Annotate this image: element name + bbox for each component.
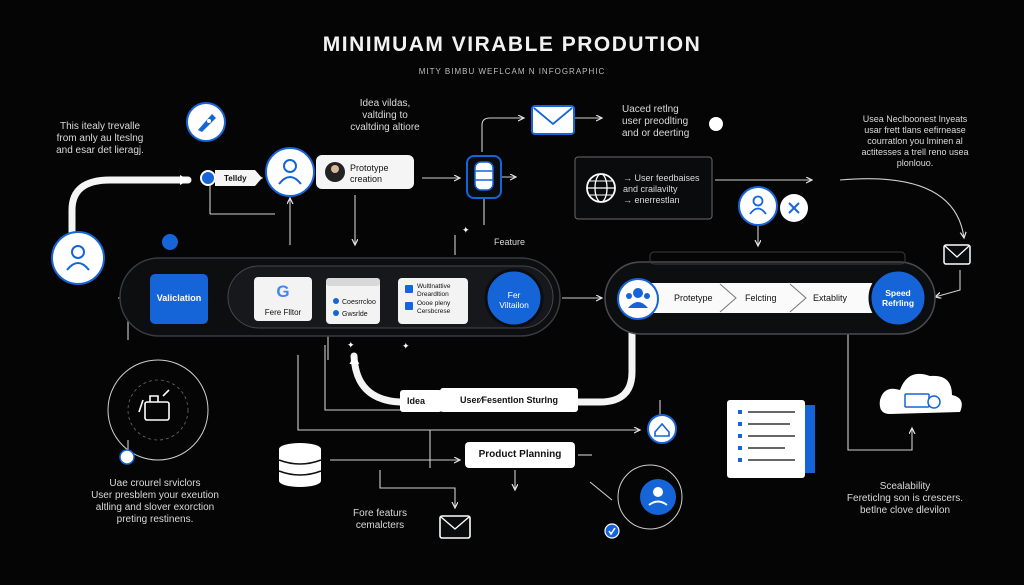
blue-dot <box>162 234 178 250</box>
check-icon <box>604 523 620 539</box>
bottom-ring <box>617 464 683 530</box>
mail-icon-bottom <box>439 515 471 539</box>
product-planning-box <box>465 442 575 468</box>
page-subtitle: MITY BIMBU WEFLCAM N INFOGRAPHIC <box>418 67 606 76</box>
for-validation-circle <box>484 268 544 328</box>
pipeline-step-extablity: Extablity <box>813 293 848 303</box>
user-icon <box>283 159 297 173</box>
sparkle-icon: ✦ <box>462 225 470 235</box>
user-presentation-label: User⁄Fesentlon Sturlng <box>459 395 558 405</box>
home-icon <box>654 422 670 437</box>
pipeline-step-prototype: Protetype <box>674 293 713 303</box>
telldy-tag <box>215 170 262 186</box>
user-presentation-box <box>440 388 578 412</box>
google-icon: G <box>276 282 290 301</box>
page-title: MINIMUAM VIRABLE PRODUTION <box>322 33 702 56</box>
google-card <box>254 277 312 321</box>
mail-icon-right <box>943 244 971 265</box>
sparkle-icon: ✦ <box>402 341 410 351</box>
pipeline-step-felcting: Felcting <box>745 293 777 303</box>
validation-block <box>150 274 208 324</box>
team-icon <box>626 288 650 308</box>
sparkle-icon: ✦ <box>347 340 355 350</box>
home-icon-circle <box>647 414 677 444</box>
pipeline-step-bar <box>640 283 875 313</box>
email-icon <box>531 105 575 135</box>
cloud-icon <box>879 373 962 414</box>
close-icon <box>788 202 800 214</box>
database-icon <box>278 443 322 487</box>
idea-pill-label: Idea <box>407 396 426 406</box>
document-list <box>727 400 805 478</box>
dashboard-icon <box>138 389 170 421</box>
multi-card <box>398 278 468 324</box>
feature-label: Feature <box>494 237 526 247</box>
connector-lines <box>118 118 964 508</box>
consideration-card <box>326 278 380 324</box>
small-node-icon <box>200 170 216 186</box>
left-ring <box>107 359 209 461</box>
telldy-label: Telldy <box>224 174 247 183</box>
google-card-label: Fere Flltor <box>264 308 302 317</box>
person-icon <box>752 195 764 207</box>
user-feedback-box <box>574 156 713 220</box>
product-planning-label: Product Planning <box>478 449 562 460</box>
team-icon-circle <box>617 278 659 320</box>
left-user-icon <box>71 245 85 259</box>
white-dot <box>709 117 723 131</box>
speed-refining-circle <box>868 268 928 328</box>
prototype-creation-pill <box>316 155 414 189</box>
main-flow-arrow <box>68 175 636 406</box>
chat-icon <box>119 449 135 465</box>
idea-pill-box <box>400 390 442 412</box>
validation-label: Valiclation <box>156 293 202 303</box>
